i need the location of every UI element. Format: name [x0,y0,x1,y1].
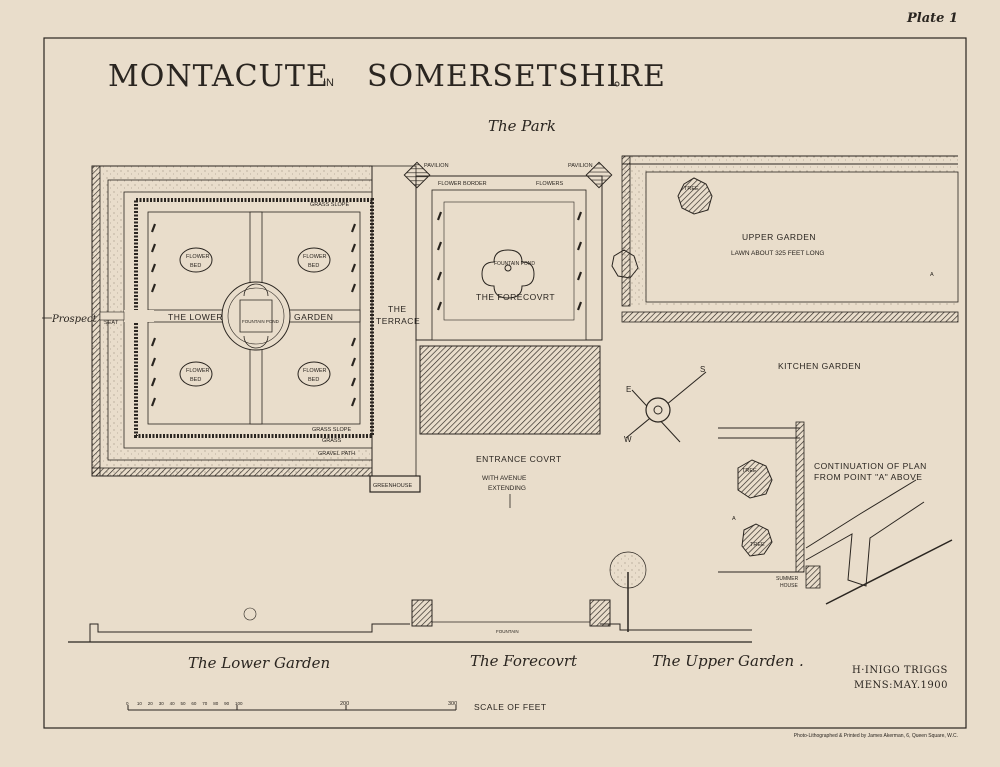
frame-border [43,37,967,729]
flower-bed-2-line1: FLOWER [303,254,327,260]
label-summer-2: HOUSE [780,583,798,589]
label-grass-slope-bottom: GRASS SLOPE [312,427,351,433]
scale-label: SCALE OF FEET [474,702,547,712]
title-dot [614,81,620,87]
continuation-plan [718,421,953,605]
title-in: IN [323,77,334,89]
compass-rose [625,371,707,443]
label-prospect: Prospect [51,314,98,325]
label-entrance-court: ENTRANCE COVRT [476,454,562,464]
label-fountain-section: FOUNTAIN [496,629,519,634]
label-lawn: LAWN ABOUT 325 FEET LONG [731,250,824,257]
flower-bed-3-line1: FLOWER [186,368,210,374]
flower-bed-1-line2: BED [190,263,201,269]
section-label-upper: The Upper Garden . [652,652,804,670]
compass-s: S [700,365,705,374]
label-gravel-path: GRAVEL PATH [318,451,355,457]
scale-tick-labels: 0 10 20 30 40 50 60 70 80 90 100 [126,701,243,706]
scale-tick-60: 60 [191,701,197,706]
label-the-park: The Park [488,117,556,135]
section-label-forecourt: The Forecovrt [470,652,578,670]
label-flowers: FLOWERS [536,181,564,187]
section-elevation [68,551,752,643]
scale-tick-0: 0 [126,701,129,706]
label-fountain-pond-fore: FOUNTAIN POND [494,261,535,267]
label-tree-upper: TREE [684,186,699,192]
label-the-forecourt: THE FORECOVRT [476,292,555,302]
lower-garden [91,165,374,477]
label-seat: SEAT [104,320,119,326]
scale-mid: 200 [340,701,349,707]
label-terrace-1: THE [388,304,407,314]
scale-bar [127,705,457,711]
label-upper-garden: UPPER GARDEN [742,232,816,242]
upper-garden [611,155,959,323]
label-point-a-upper: A [930,272,934,278]
label-extending: EXTENDING [488,485,526,492]
label-greenhouse: GREENHOUSE [373,483,412,489]
label-kitchen-garden: KITCHEN GARDEN [778,361,861,371]
label-terrace-2: TERRACE [376,316,420,326]
scale-tick-20: 20 [148,701,154,706]
flower-bed-4-line1: FLOWER [303,368,327,374]
label-grass-slope-top: GRASS SLOPE [310,202,349,208]
label-fountain-pond-lower: FOUNTAIN POND [242,319,280,324]
flower-bed-4-line2: BED [308,377,319,383]
label-tree-cont-2: TREE [750,542,765,548]
label-garden: GARDEN [294,312,333,322]
compass-w: W [624,435,632,444]
section-label-lower: The Lower Garden [188,654,330,672]
scale-tick-50: 50 [181,701,187,706]
scale-tick-100: 100 [235,701,243,706]
flower-bed-3-line2: BED [190,377,201,383]
label-grass: GRASS [322,438,342,444]
label-tree-cont-1: TREE [742,468,757,474]
printer-credit: Photo-Lithographed & Printed by James Ak… [794,733,958,739]
scale-tick-70: 70 [202,701,208,706]
greenhouse [369,475,421,493]
label-with-avenue: WITH AVENUE [482,475,527,482]
label-pavilion-right: PAVILION [568,163,593,169]
scale-end: 300 [448,701,457,707]
title-left: MONTACUTE [108,59,329,94]
scale-tick-40: 40 [170,701,176,706]
signature-line2: MENS:MAY.1900 [854,680,948,691]
label-continuation-1: CONTINUATION OF PLAN [814,461,927,471]
house [419,345,601,435]
label-continuation-2: FROM POINT "A" ABOVE [814,472,922,482]
compass-e: E [626,385,631,394]
label-the-lower: THE LOWER [168,312,223,322]
label-point-a-cont: A [732,516,736,522]
scale-tick-30: 30 [159,701,165,706]
signature-line1: H·INIGO TRIGGS [852,665,948,676]
label-summer-1: SUMMER [776,576,799,582]
label-pavilion-left: PAVILION [424,163,449,169]
plate-number: Plate 1 [906,11,958,26]
scale-tick-10: 10 [137,701,143,706]
flower-bed-1-line1: FLOWER [186,254,210,260]
flower-bed-2-line2: BED [308,263,319,269]
scale-tick-90: 90 [224,701,230,706]
title-right: SOMERSETSHIRE [367,59,666,94]
scale-tick-80: 80 [213,701,219,706]
forecourt [403,161,613,341]
label-flower-border: FLOWER BORDER [438,181,487,187]
